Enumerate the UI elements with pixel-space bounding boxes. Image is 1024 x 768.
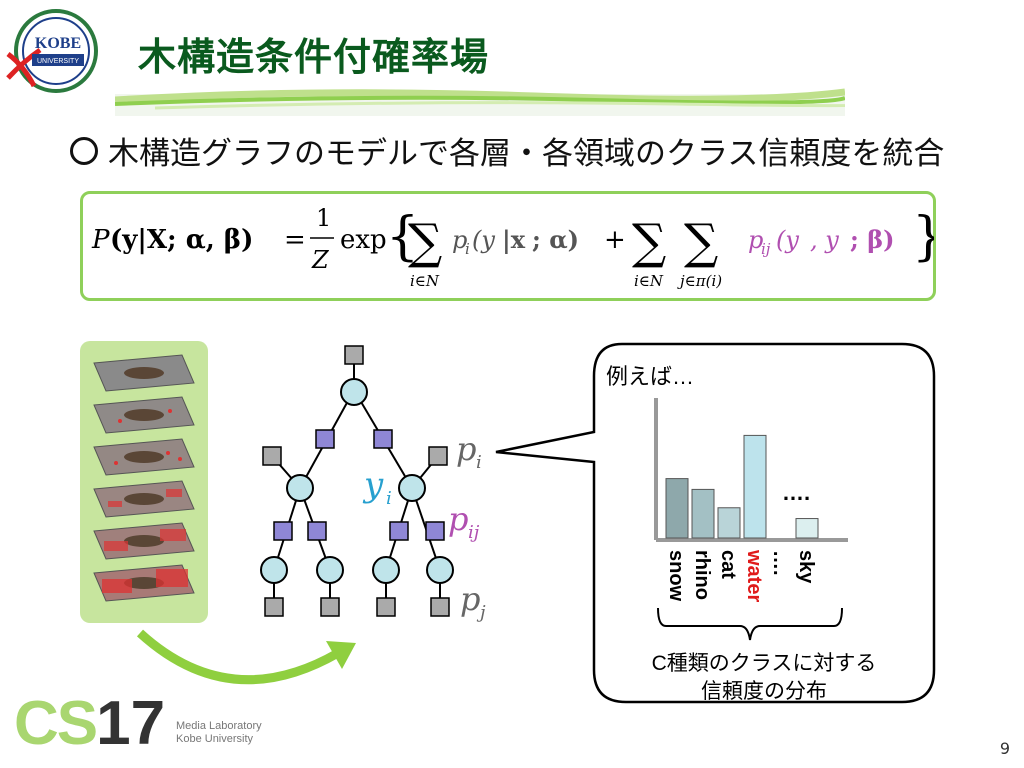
formula-box bbox=[80, 191, 936, 301]
curved-arrow-icon bbox=[136, 629, 356, 685]
category-label-1: rhino bbox=[691, 550, 713, 600]
bullet-circle-icon bbox=[70, 137, 98, 165]
brace-right: } bbox=[912, 207, 934, 267]
logo-text: KOBE bbox=[35, 35, 81, 52]
variable-node bbox=[260, 556, 288, 584]
callout-caption-line2: 信頼度の分布 bbox=[701, 680, 827, 703]
pairwise-factor-node bbox=[389, 521, 409, 541]
label-pi-sub: i bbox=[476, 452, 482, 473]
unary-factor-node bbox=[376, 597, 396, 617]
formula-lhs-p: P bbox=[91, 225, 110, 255]
term1-args3: ; α) bbox=[532, 225, 579, 254]
category-label-0: snow bbox=[665, 550, 687, 602]
label-pi: p bbox=[456, 430, 476, 468]
bar-water bbox=[743, 434, 767, 539]
term1: p bbox=[452, 226, 467, 254]
label-yi: y bbox=[362, 465, 384, 505]
term1-args: (y bbox=[472, 226, 495, 254]
pairwise-factor-node bbox=[307, 521, 327, 541]
variable-node bbox=[340, 378, 368, 406]
callout-dots-top: …. bbox=[782, 480, 810, 505]
unary-factor-node bbox=[320, 597, 340, 617]
variable-node bbox=[398, 474, 426, 502]
variable-node bbox=[426, 556, 454, 584]
formula-lhs-args: (y|X; α, β) bbox=[110, 225, 253, 255]
variable-node bbox=[316, 556, 344, 584]
callout-header: 例えば… bbox=[606, 364, 694, 389]
formula-frac-num: 1 bbox=[316, 204, 331, 232]
pairwise-factor-node bbox=[373, 429, 393, 449]
logo-subtext: UNIVERSITY bbox=[37, 58, 79, 65]
tree-graph: p i y i p ij p j bbox=[260, 345, 486, 623]
page-number: 9 bbox=[999, 739, 1010, 758]
category-label-4: …. bbox=[769, 550, 791, 576]
layer-1 bbox=[93, 354, 195, 392]
formula-frac-den: Z bbox=[311, 246, 330, 274]
brace-left: { bbox=[386, 207, 419, 267]
category-label-2: cat bbox=[717, 550, 739, 579]
layer-3 bbox=[93, 438, 195, 476]
layer-4 bbox=[93, 480, 195, 518]
label-yi-sub: i bbox=[386, 488, 392, 509]
cs17-num: 17 bbox=[96, 689, 166, 758]
formula-exp: exp bbox=[340, 225, 387, 255]
term2-sub: ij bbox=[761, 240, 771, 258]
pairwise-factor-node bbox=[315, 429, 335, 449]
bar-snow bbox=[665, 478, 689, 539]
unary-factor-node bbox=[430, 597, 450, 617]
unary-factor-node bbox=[344, 345, 364, 365]
pairwise-factor-node bbox=[273, 521, 293, 541]
unary-factor-node bbox=[428, 446, 448, 466]
cs17-cs: CS bbox=[14, 689, 98, 758]
sum2-sub: i∈N bbox=[634, 272, 664, 290]
image-layers bbox=[93, 354, 195, 602]
label-pij: p bbox=[448, 500, 468, 538]
variable-node bbox=[372, 556, 400, 584]
cs17-logo: CS17 bbox=[14, 688, 165, 759]
bar-sky bbox=[795, 518, 819, 539]
label-pj: p bbox=[460, 580, 480, 618]
layer-2 bbox=[93, 396, 195, 434]
title-underline-decoration bbox=[114, 80, 870, 120]
sum-symbol-1: ∑ bbox=[408, 214, 442, 270]
formula: P (y|X; α, β) = 1 Z exp { ∑ i∈N p i (y |… bbox=[91, 204, 934, 290]
label-pij-sub: ij bbox=[468, 522, 480, 543]
layer-5 bbox=[93, 522, 195, 560]
bar-rhino bbox=[691, 488, 715, 539]
sum-symbol-3: ∑ bbox=[684, 214, 718, 270]
bar-cat bbox=[717, 507, 741, 539]
term2-args-end: ; β) bbox=[850, 225, 895, 254]
term2-args-mid: , y bbox=[810, 226, 839, 254]
university-logo: KOBE UNIVERSITY bbox=[4, 6, 104, 96]
unary-factor-node bbox=[262, 446, 282, 466]
lab-name-line1: Media Laboratory bbox=[176, 720, 262, 732]
bullet-text: 木構造グラフのモデルで各層・各領域のクラス信頼度を統合 bbox=[70, 128, 944, 173]
term2: p bbox=[748, 226, 763, 254]
bar-series bbox=[665, 434, 819, 539]
pairwise-factor-node bbox=[425, 521, 445, 541]
formula-plus: + bbox=[604, 225, 626, 255]
term2-args: (y bbox=[776, 226, 799, 254]
term1-sub: i bbox=[465, 240, 470, 258]
sum1-sub: i∈N bbox=[410, 272, 440, 290]
unary-factor-node bbox=[264, 597, 284, 617]
lab-name: Media Laboratory Kobe University bbox=[176, 720, 262, 746]
category-label-5: sky bbox=[795, 550, 817, 584]
label-pj-sub: j bbox=[476, 602, 486, 623]
variable-node bbox=[286, 474, 314, 502]
formula-equals: = bbox=[284, 225, 306, 255]
category-label-3: water bbox=[743, 549, 765, 602]
bullet-label: 木構造グラフのモデルで各層・各領域のクラス信頼度を統合 bbox=[108, 136, 945, 172]
slide-title: 木構造条件付確率場 bbox=[138, 35, 490, 79]
layer-6 bbox=[93, 564, 195, 602]
callout-caption-line1: C種類のクラスに対する bbox=[652, 652, 877, 675]
lab-name-line2: Kobe University bbox=[176, 733, 254, 745]
term1-args2: |x bbox=[502, 225, 526, 254]
sum3-sub: j∈π(i) bbox=[677, 272, 722, 290]
sum-symbol-2: ∑ bbox=[632, 214, 666, 270]
